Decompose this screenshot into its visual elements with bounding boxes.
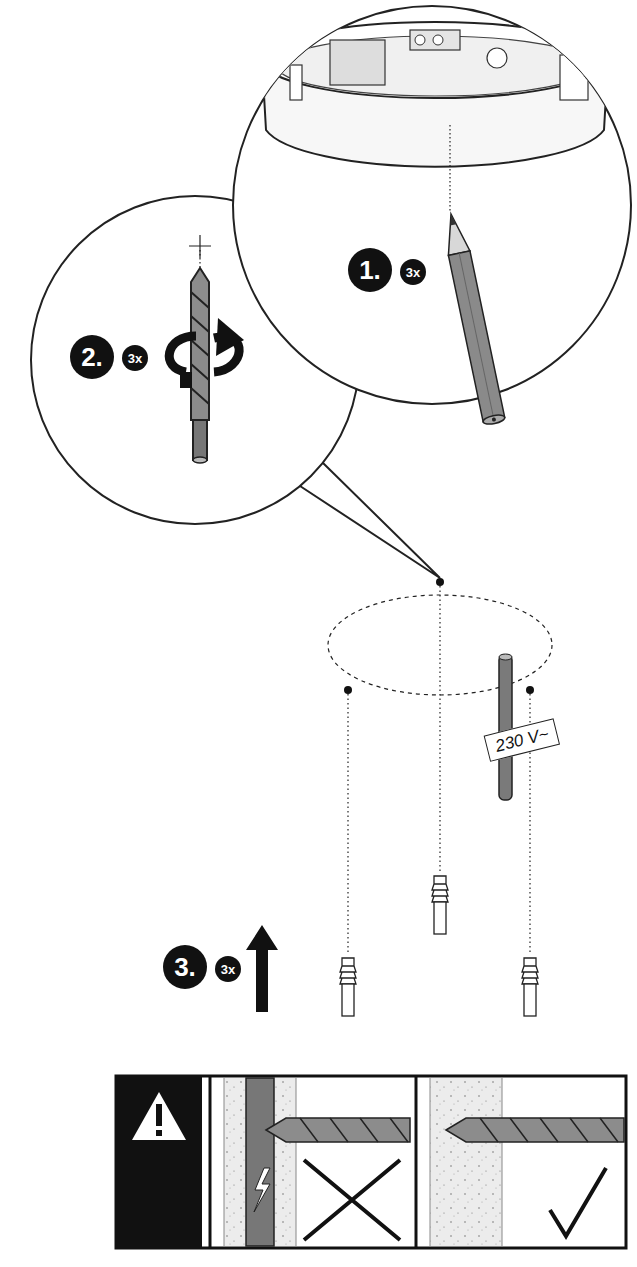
mounting-layout <box>163 578 552 1016</box>
warning-panel <box>116 1076 626 1248</box>
repeat-count: 3x <box>406 266 420 279</box>
callout-number: 3. <box>174 954 196 980</box>
repeat-count: 3x <box>128 352 142 365</box>
pencil <box>440 212 505 426</box>
detail-circle-marking <box>233 6 631 426</box>
callout-number: 1. <box>359 257 381 283</box>
callout-number: 2. <box>81 344 103 370</box>
voltage-label: 230 V~ <box>484 718 561 762</box>
repeat-count: 3x <box>221 963 235 976</box>
